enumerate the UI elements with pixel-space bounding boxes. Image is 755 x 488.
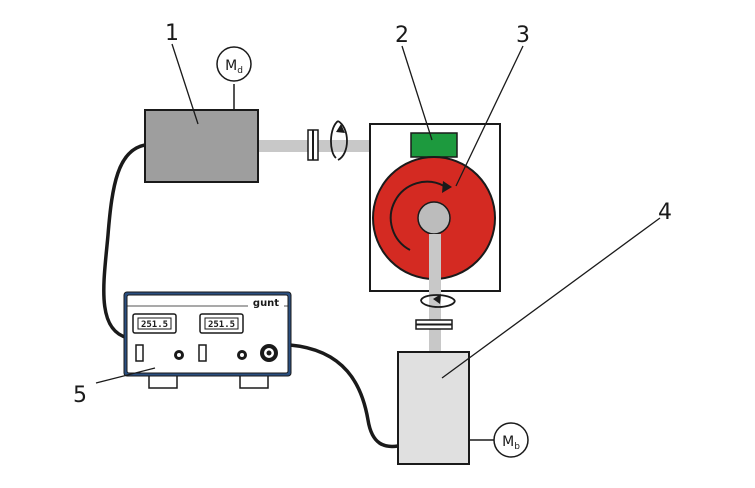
torque-label-mb: Mb xyxy=(502,434,520,452)
arrowhead-vertical xyxy=(433,294,441,304)
svg-text:gunt: gunt xyxy=(253,298,279,309)
callout-1: 1 xyxy=(165,21,179,46)
cable-console-to-motor-d xyxy=(102,143,146,340)
leader-lines xyxy=(95,43,661,384)
motor-1-drive xyxy=(144,109,259,183)
vertical-shaft xyxy=(429,234,441,354)
cable-console-to-motor-b xyxy=(289,343,399,449)
torque-label-md: Md xyxy=(225,58,243,76)
display-right-value: 251.5 xyxy=(208,320,235,330)
torque-sensor-mb xyxy=(493,422,529,458)
rotation-arrow-horizontal xyxy=(330,120,348,161)
green-sensor-block xyxy=(410,132,458,158)
motor-4-brake xyxy=(397,351,470,465)
callout-5: 5 xyxy=(73,383,87,408)
rotation-arrow-vertical xyxy=(420,294,456,308)
brand-logo xyxy=(248,296,284,308)
callout-2: 2 xyxy=(395,23,409,48)
callout-4: 4 xyxy=(658,200,672,225)
callout-3: 3 xyxy=(516,23,530,48)
control-console: gunt 251.5 251.5 xyxy=(123,291,292,389)
rotation-arrow-disk xyxy=(389,180,445,251)
torque-sensor-md xyxy=(216,46,252,82)
disk-hub xyxy=(417,201,451,235)
display-left-value: 251.5 xyxy=(141,320,168,330)
arrowhead-disk xyxy=(442,181,452,193)
arrowhead-horizontal xyxy=(336,124,345,133)
switch-left xyxy=(135,344,144,362)
switch-right xyxy=(198,344,207,362)
